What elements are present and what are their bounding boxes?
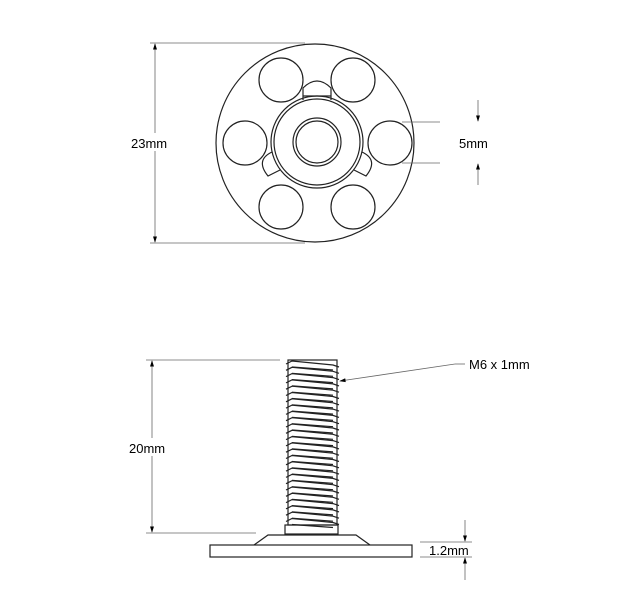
flange-thickness-label: 1.2mm [429,543,469,558]
hole [367,120,413,166]
bore [292,117,342,167]
length-label: 20mm [129,441,165,456]
bore-inner [295,120,339,164]
hub [270,95,364,189]
hole [258,184,304,230]
diameter-label: 23mm [131,136,167,151]
hole [330,57,376,103]
thread-crest [285,360,340,371]
top-view: 23mm 5mm [128,42,488,244]
hub-inner [273,98,361,186]
threads [285,360,340,529]
hole-label: 5mm [459,136,488,151]
tab [261,151,281,177]
outer-disc [215,43,415,243]
hole [330,184,376,230]
shoulder [284,524,339,535]
collar [253,534,371,546]
tab [353,151,373,177]
thread-label: M6 x 1mm [469,357,530,372]
side-view: 20mm M6 x 1mm 1.2mm [126,357,530,580]
flange [209,544,413,558]
hole [258,57,304,103]
hole [222,120,268,166]
